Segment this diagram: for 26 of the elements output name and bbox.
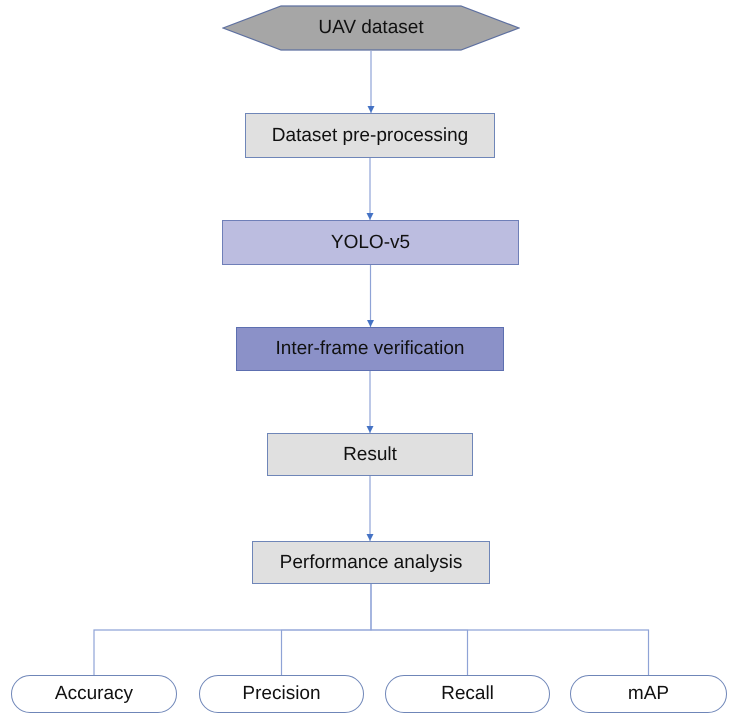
node-label: mAP <box>628 683 670 705</box>
arrow <box>366 476 374 541</box>
node-label: Recall <box>441 683 494 705</box>
node-label: Performance analysis <box>280 552 462 574</box>
node-label: YOLO-v5 <box>330 232 410 254</box>
node-label: Dataset pre-processing <box>272 124 468 146</box>
node-label: Precision <box>242 683 321 705</box>
process-box <box>252 541 490 584</box>
arrow <box>367 51 375 113</box>
process-box <box>236 327 504 371</box>
node-label: UAV dataset <box>318 17 424 39</box>
metric-pill <box>11 675 177 713</box>
arrow <box>366 371 374 433</box>
node-label: Inter-frame verification <box>275 338 464 360</box>
node-label: Result <box>343 444 397 466</box>
input-hexagon <box>222 5 520 51</box>
arrow <box>366 265 374 327</box>
node-label: Accuracy <box>54 683 134 705</box>
connector-line <box>370 584 650 675</box>
model-box <box>222 220 519 265</box>
metric-pill <box>199 675 364 713</box>
process-box <box>245 113 495 158</box>
metric-pill <box>385 675 550 713</box>
arrow <box>366 158 374 220</box>
metric-pill <box>570 675 727 713</box>
process-box <box>267 433 473 476</box>
